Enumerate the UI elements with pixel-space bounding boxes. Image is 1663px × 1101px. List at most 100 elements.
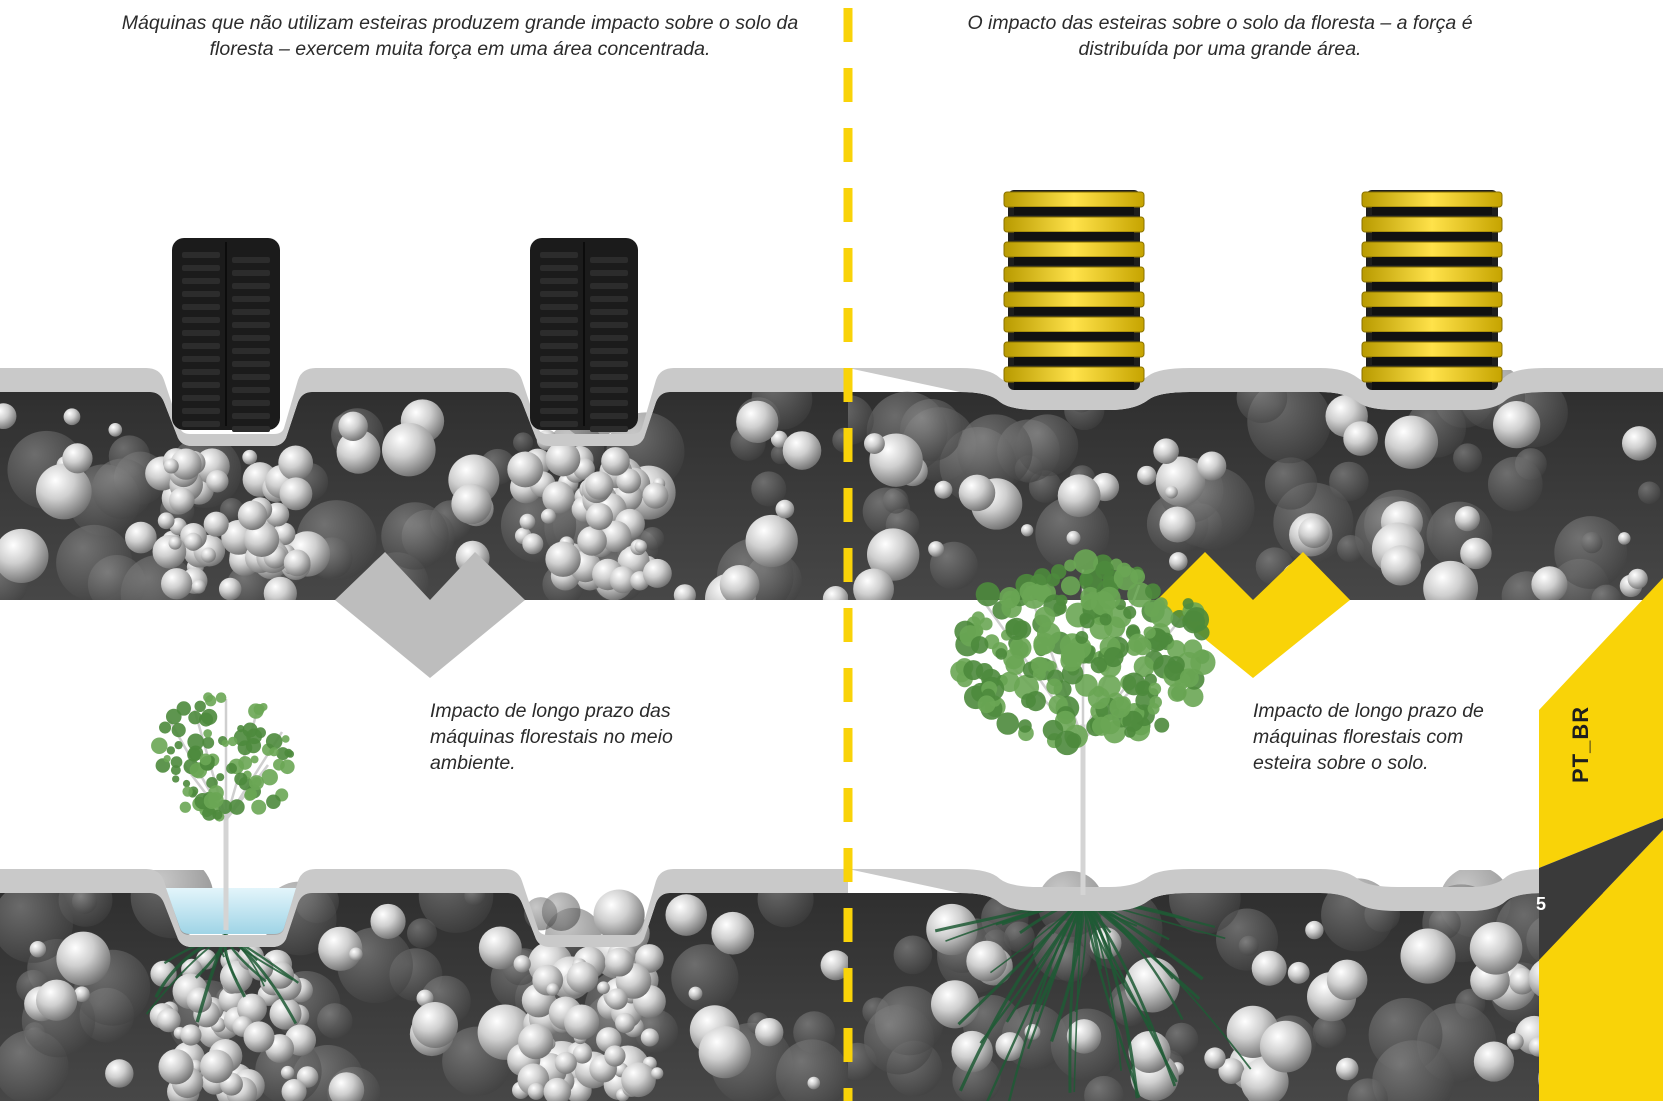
track-gap xyxy=(1014,307,1134,315)
soil-particle xyxy=(615,1012,636,1034)
tree-leaf xyxy=(229,799,245,815)
track-gap xyxy=(1014,332,1134,340)
language-label: PT_BR xyxy=(1568,705,1593,783)
tree-leaf xyxy=(1147,702,1160,715)
soil-particle xyxy=(1384,415,1439,469)
soil-particle xyxy=(1454,506,1480,532)
panel-wheels-top xyxy=(0,238,848,600)
tree-leaf xyxy=(199,712,214,727)
soil-particle xyxy=(848,395,874,445)
soil-particle xyxy=(1153,438,1179,464)
soil-particle xyxy=(1084,1075,1124,1101)
soil-particle xyxy=(651,1067,664,1080)
soil-particle xyxy=(546,983,560,996)
soil-particle xyxy=(1627,568,1648,589)
tree-leaf xyxy=(1179,668,1199,688)
soil-particle xyxy=(336,429,381,474)
tire-tread xyxy=(232,283,270,289)
track-plate xyxy=(1003,341,1145,358)
soil-particle xyxy=(882,487,909,514)
soil-particle xyxy=(1137,465,1157,486)
soil-particle xyxy=(966,940,1008,982)
tree-leaf xyxy=(199,753,212,766)
soil-surface xyxy=(848,869,1663,911)
tire-tread xyxy=(590,413,628,419)
tree-leaf xyxy=(1009,636,1032,659)
tree-leaf xyxy=(1087,686,1111,710)
soil-particle xyxy=(540,508,556,524)
tire-tread xyxy=(182,252,220,258)
track-plate xyxy=(1003,191,1145,208)
soil-particle xyxy=(1021,524,1034,537)
soil-particle xyxy=(1251,950,1287,986)
soil-particle xyxy=(219,960,253,994)
tree-leaf xyxy=(1090,656,1108,674)
tree-leaf xyxy=(246,728,263,745)
tree-leaf xyxy=(1167,682,1187,702)
tree-leaf xyxy=(187,733,205,751)
soil-particle xyxy=(203,511,229,537)
tree-leaf xyxy=(261,769,278,786)
tree-leaf xyxy=(1075,630,1089,644)
tree-leaf xyxy=(182,779,191,788)
tree-leaf xyxy=(203,792,220,809)
soil-particle xyxy=(822,586,848,600)
tree-leaf xyxy=(251,799,267,815)
tire-tread xyxy=(540,356,578,362)
tire-tread xyxy=(540,421,578,427)
tree-leaf xyxy=(172,775,180,783)
soil-particle xyxy=(931,980,980,1029)
soil-particle xyxy=(507,451,544,488)
tire-tread xyxy=(232,257,270,263)
tire-tread xyxy=(182,408,220,414)
page-number: 5 xyxy=(1536,894,1547,914)
soil-particle xyxy=(206,470,229,493)
tree-leaf xyxy=(244,788,258,801)
soil-particle xyxy=(191,579,206,594)
soil-particle xyxy=(1493,401,1541,449)
soil-particle xyxy=(242,449,258,465)
soil-particle xyxy=(745,514,798,568)
soil-particle xyxy=(1460,537,1492,570)
tree-leaf xyxy=(176,701,191,716)
track-icon xyxy=(1361,190,1503,390)
tree-leaf xyxy=(1167,640,1186,659)
tree-leaf xyxy=(174,741,183,750)
soil-particle xyxy=(370,903,406,939)
tire-tread xyxy=(182,278,220,284)
soil-particle xyxy=(317,1003,353,1039)
tree-leaf xyxy=(1160,632,1173,645)
tree-leaf xyxy=(212,809,223,820)
tree-leaf xyxy=(1033,568,1051,586)
tree-leaf xyxy=(163,754,171,763)
track-gap xyxy=(1372,207,1492,215)
chevron-down-icon xyxy=(335,552,525,678)
tree-leaf xyxy=(1182,686,1204,708)
soil-particle xyxy=(934,480,953,499)
tree-leaf xyxy=(228,736,238,747)
track-gap xyxy=(1014,232,1134,240)
soil-particle xyxy=(601,447,630,476)
tree-leaf xyxy=(226,763,237,774)
tree-leaf xyxy=(971,611,985,625)
soil-particle xyxy=(71,888,98,914)
soil-particle xyxy=(280,1065,295,1080)
tree-leaf xyxy=(1019,581,1040,602)
soil-particle xyxy=(1487,456,1543,512)
tree-leaf xyxy=(1190,649,1216,675)
soil-particle xyxy=(1312,1014,1347,1049)
tree-leaf xyxy=(977,695,996,714)
caption-long-term-tracks: Impacto de longo prazo de máquinas flore… xyxy=(1253,700,1484,774)
soil-particle xyxy=(775,499,795,519)
soil-particle xyxy=(1531,566,1568,600)
track-plate xyxy=(1361,241,1503,258)
soil-particle xyxy=(593,889,645,941)
soil-particle xyxy=(158,1049,194,1085)
tire-tread xyxy=(540,317,578,323)
track-plate xyxy=(1003,241,1145,258)
soil-particle xyxy=(278,445,314,481)
tree-leaf xyxy=(1005,617,1028,641)
soil-particle xyxy=(673,584,696,600)
tire-tread xyxy=(540,265,578,271)
tire-tread xyxy=(590,296,628,302)
